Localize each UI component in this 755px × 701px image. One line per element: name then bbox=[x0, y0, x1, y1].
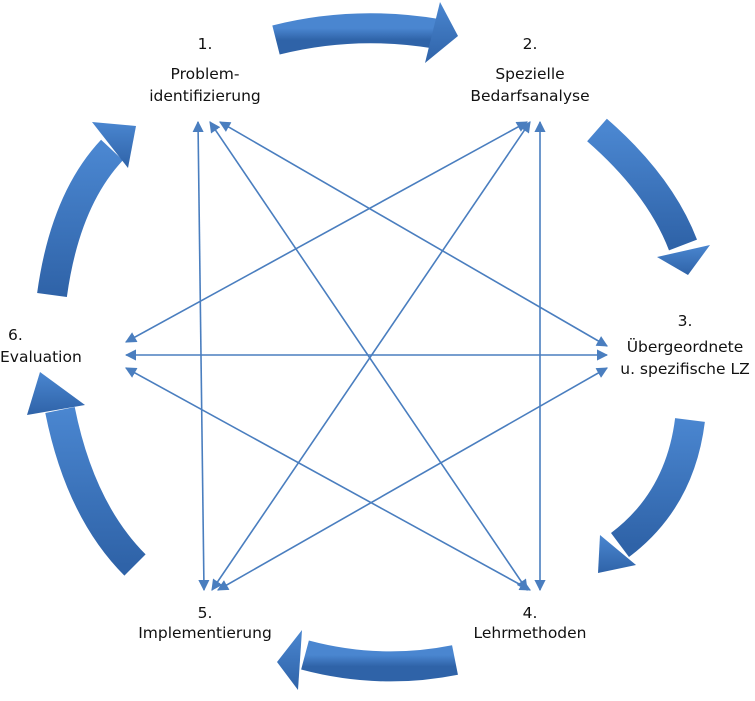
node-label: Problem- bbox=[170, 65, 240, 83]
node-1: 1. Problem- identifizierung bbox=[140, 33, 270, 107]
connection-1-3 bbox=[219, 121, 608, 347]
node-3: 3. Übergeordnete u. spezifische LZ bbox=[612, 310, 755, 380]
node-4: 4. Lehrmethoden bbox=[465, 603, 595, 643]
connection-2-6 bbox=[125, 121, 528, 343]
node-number: 5. bbox=[197, 604, 213, 622]
node-number: 3. bbox=[677, 312, 693, 330]
node-label: Übergeordnete bbox=[626, 338, 744, 356]
node-label: Lehrmethoden bbox=[473, 624, 587, 642]
cycle-arrow-5-to-6 bbox=[27, 372, 146, 576]
node-label: identifizierung bbox=[149, 87, 261, 105]
connection-1-5 bbox=[192, 120, 210, 592]
node-number: 4. bbox=[522, 604, 538, 622]
node-6: 6. Evaluation bbox=[0, 324, 90, 368]
node-label: Implementierung bbox=[138, 624, 272, 642]
connection-2-5 bbox=[211, 121, 531, 591]
connection-1-4 bbox=[209, 121, 528, 591]
cycle-arrows bbox=[27, 2, 710, 690]
cycle-arrow-6-to-1 bbox=[37, 122, 136, 298]
connection-3-5 bbox=[217, 367, 608, 591]
cycle-arrow-4-to-5 bbox=[277, 630, 458, 690]
connection-lines bbox=[124, 120, 609, 592]
cycle-arrow-3-to-4 bbox=[598, 417, 705, 573]
node-label: Spezielle bbox=[495, 65, 565, 83]
node-label: u. spezifische LZ bbox=[620, 360, 750, 378]
node-number: 6. bbox=[8, 326, 23, 344]
node-label: Bedarfsanalyse bbox=[470, 87, 590, 105]
node-number: 2. bbox=[522, 35, 538, 53]
node-number: 1. bbox=[197, 35, 213, 53]
cycle-arrow-2-to-3 bbox=[587, 118, 710, 275]
node-5: 5. Implementierung bbox=[130, 603, 280, 643]
connection-6-4 bbox=[125, 367, 531, 591]
cycle-arrow-1-to-2 bbox=[272, 2, 458, 63]
node-2: 2. Spezielle Bedarfsanalyse bbox=[465, 33, 595, 107]
node-label: Evaluation bbox=[0, 348, 82, 366]
